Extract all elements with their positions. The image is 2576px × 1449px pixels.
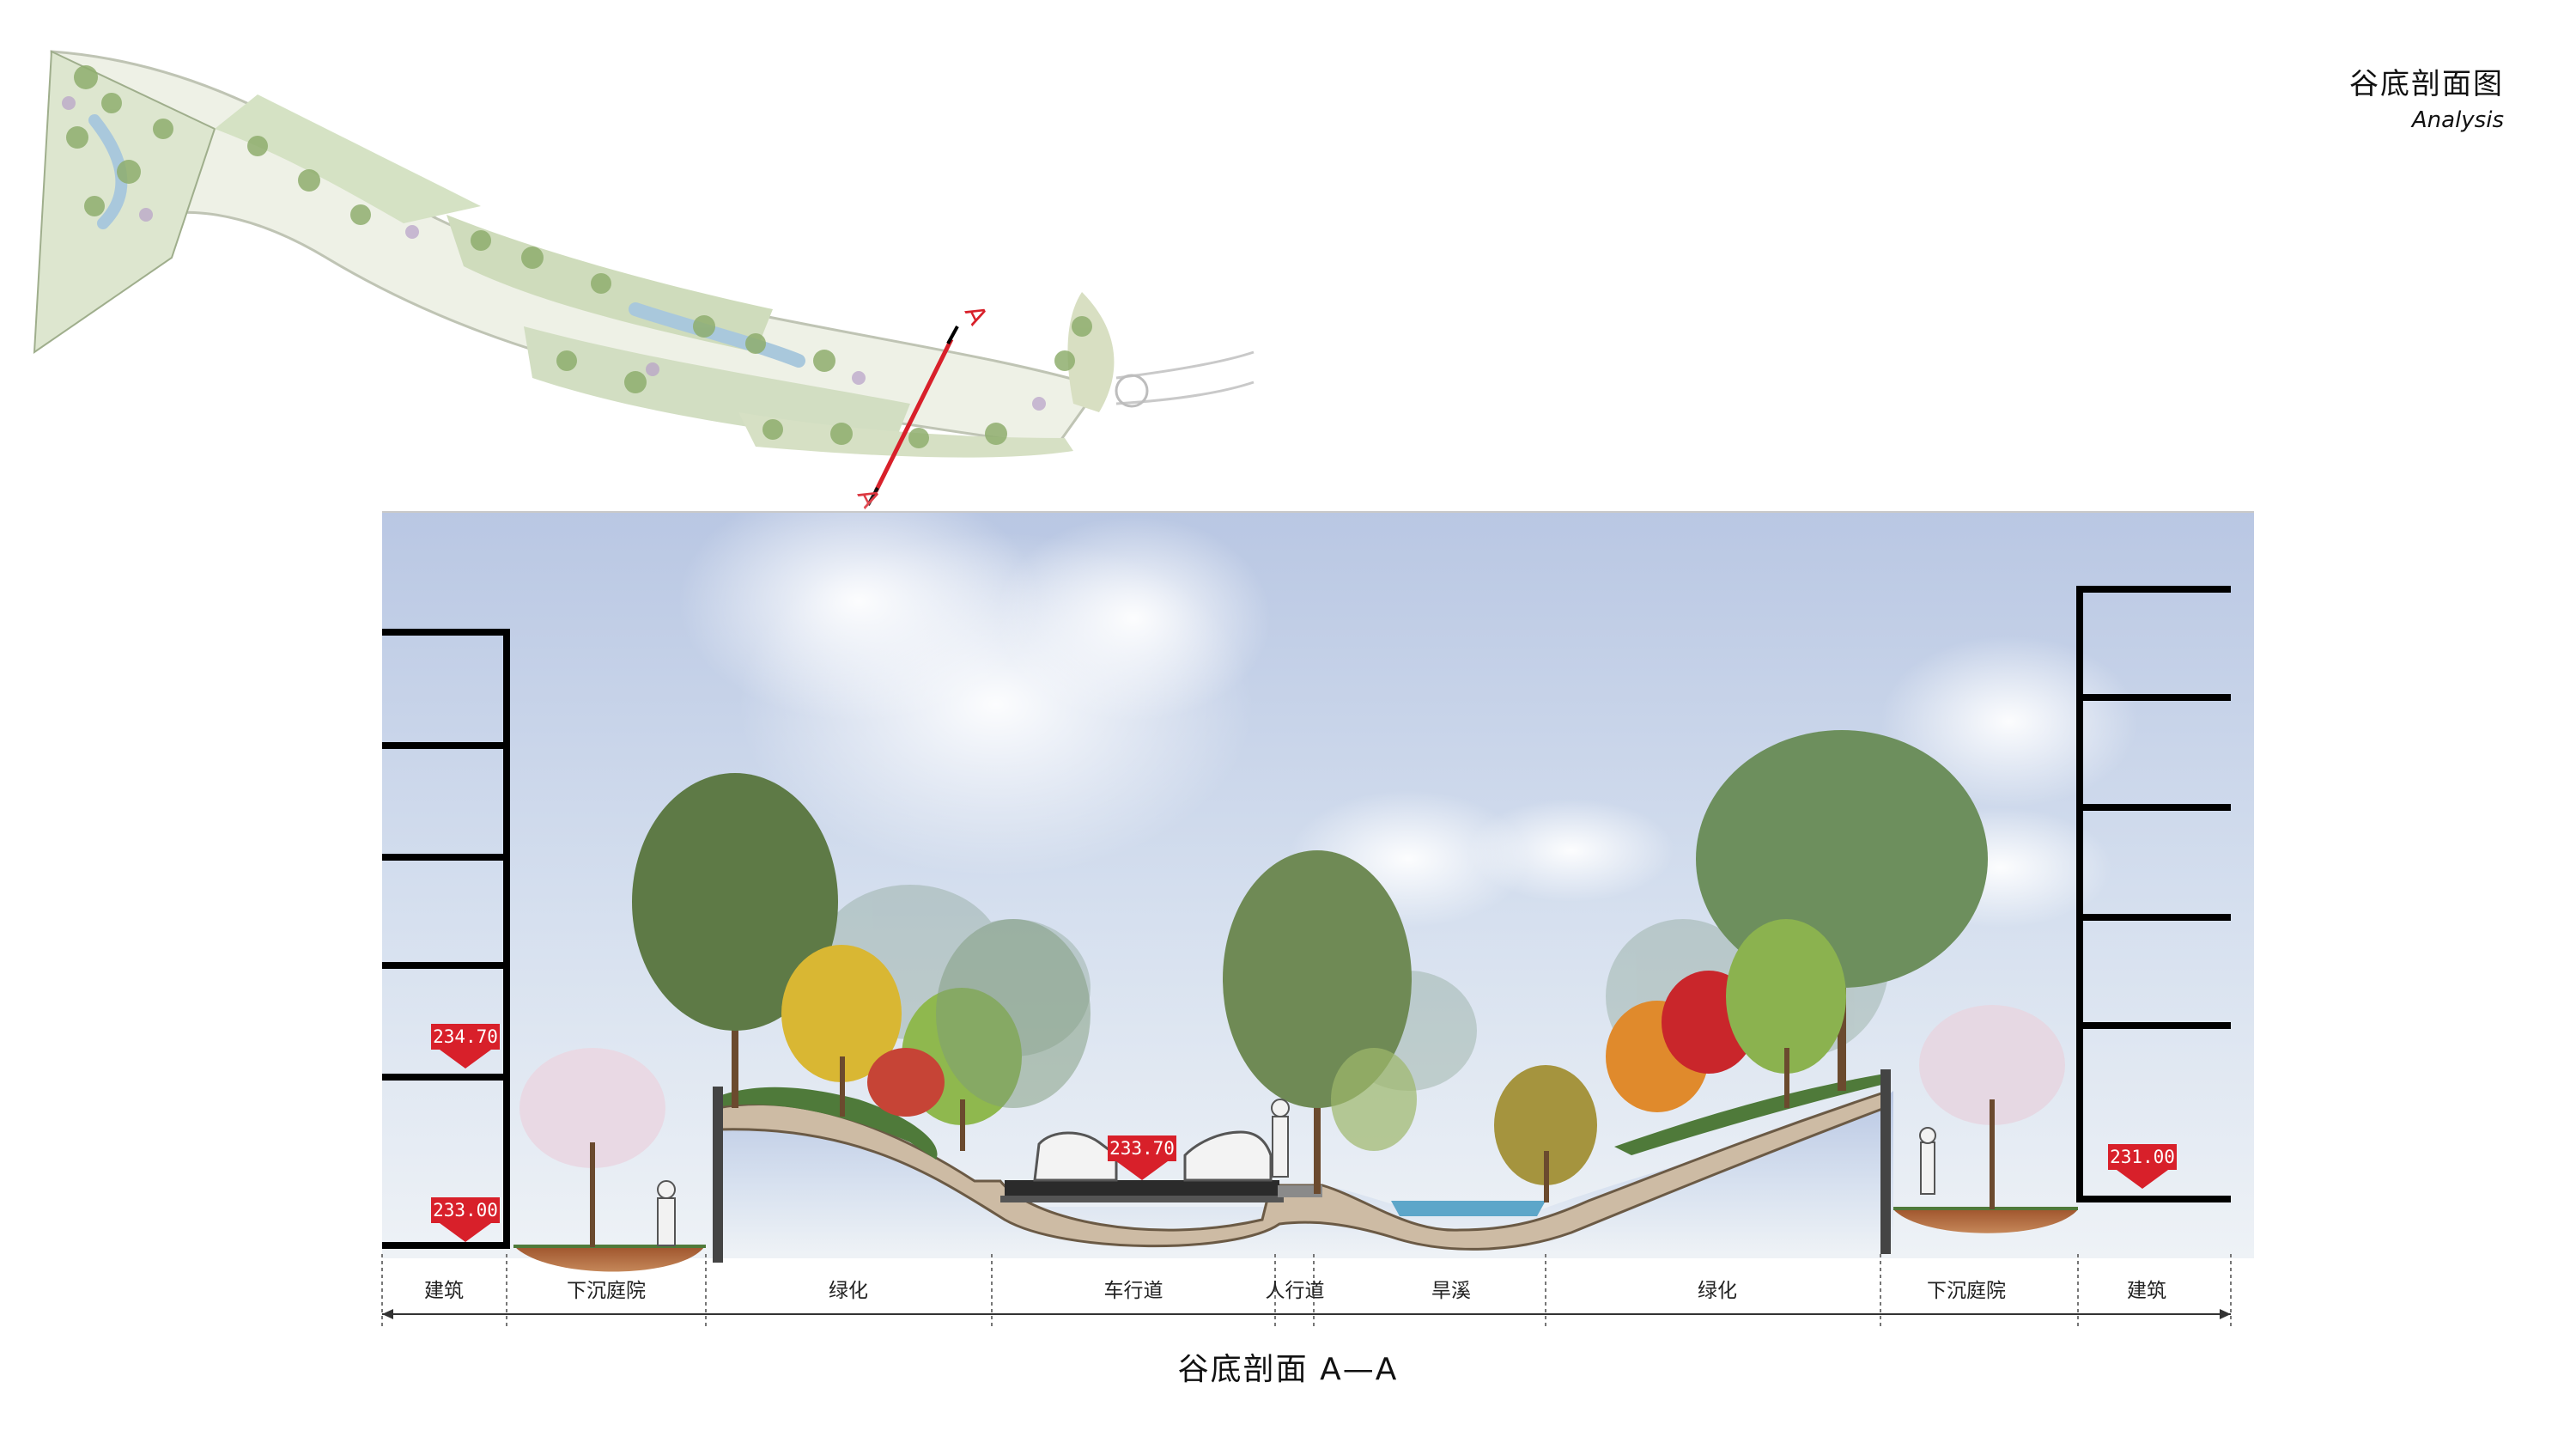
blossom-tree-left	[519, 1048, 665, 1247]
elevation-marker-2: 233.00	[431, 1197, 500, 1242]
segment-label: 旱溪	[1431, 1280, 1471, 1302]
building-left	[382, 629, 510, 1249]
cut-label-top: A	[958, 301, 993, 331]
segment-label: 下沉庭院	[567, 1280, 646, 1302]
elevation-value: 233.70	[1109, 1138, 1175, 1159]
segment-label: 建筑	[2127, 1280, 2166, 1302]
segment-label: 建筑	[424, 1280, 464, 1302]
tree-group-right	[1606, 730, 1988, 1112]
people-figures	[657, 1099, 1936, 1246]
title-block: 谷底剖面图 Analysis	[2349, 60, 2504, 133]
segment-dimension-line: 建筑 下沉庭院 绿化 车行道 人行道 旱溪 绿化 下沉庭院 建筑	[381, 1254, 2232, 1327]
car-outlines	[1033, 1130, 1273, 1182]
building-right	[2076, 586, 2231, 1202]
tree-group-center	[1223, 850, 1597, 1202]
drawing-title: 谷底剖面图	[2349, 67, 2504, 101]
elevation-value: 233.00	[433, 1200, 498, 1221]
elevation-value: 231.00	[2110, 1147, 2175, 1167]
segment-label: 下沉庭院	[1927, 1280, 2006, 1302]
elevation-marker-4: 231.00	[2108, 1144, 2177, 1189]
site-plan	[33, 50, 1255, 458]
segment-label: 人行道	[1266, 1280, 1325, 1302]
section-illustration	[382, 481, 2254, 1272]
section-caption: 谷底剖面 A—A	[1177, 1352, 1399, 1387]
elevation-value: 234.70	[433, 1026, 498, 1047]
segment-label: 绿化	[1698, 1280, 1737, 1302]
tree-group-left	[632, 773, 1091, 1151]
elevation-marker-1: 234.70	[431, 1024, 500, 1068]
segment-label: 绿化	[829, 1280, 868, 1302]
blossom-tree-right	[1919, 1005, 2065, 1209]
drawing-subtitle: Analysis	[2411, 107, 2504, 133]
segment-label: 车行道	[1104, 1280, 1163, 1302]
elevation-marker-3: 233.70	[1108, 1135, 1176, 1180]
